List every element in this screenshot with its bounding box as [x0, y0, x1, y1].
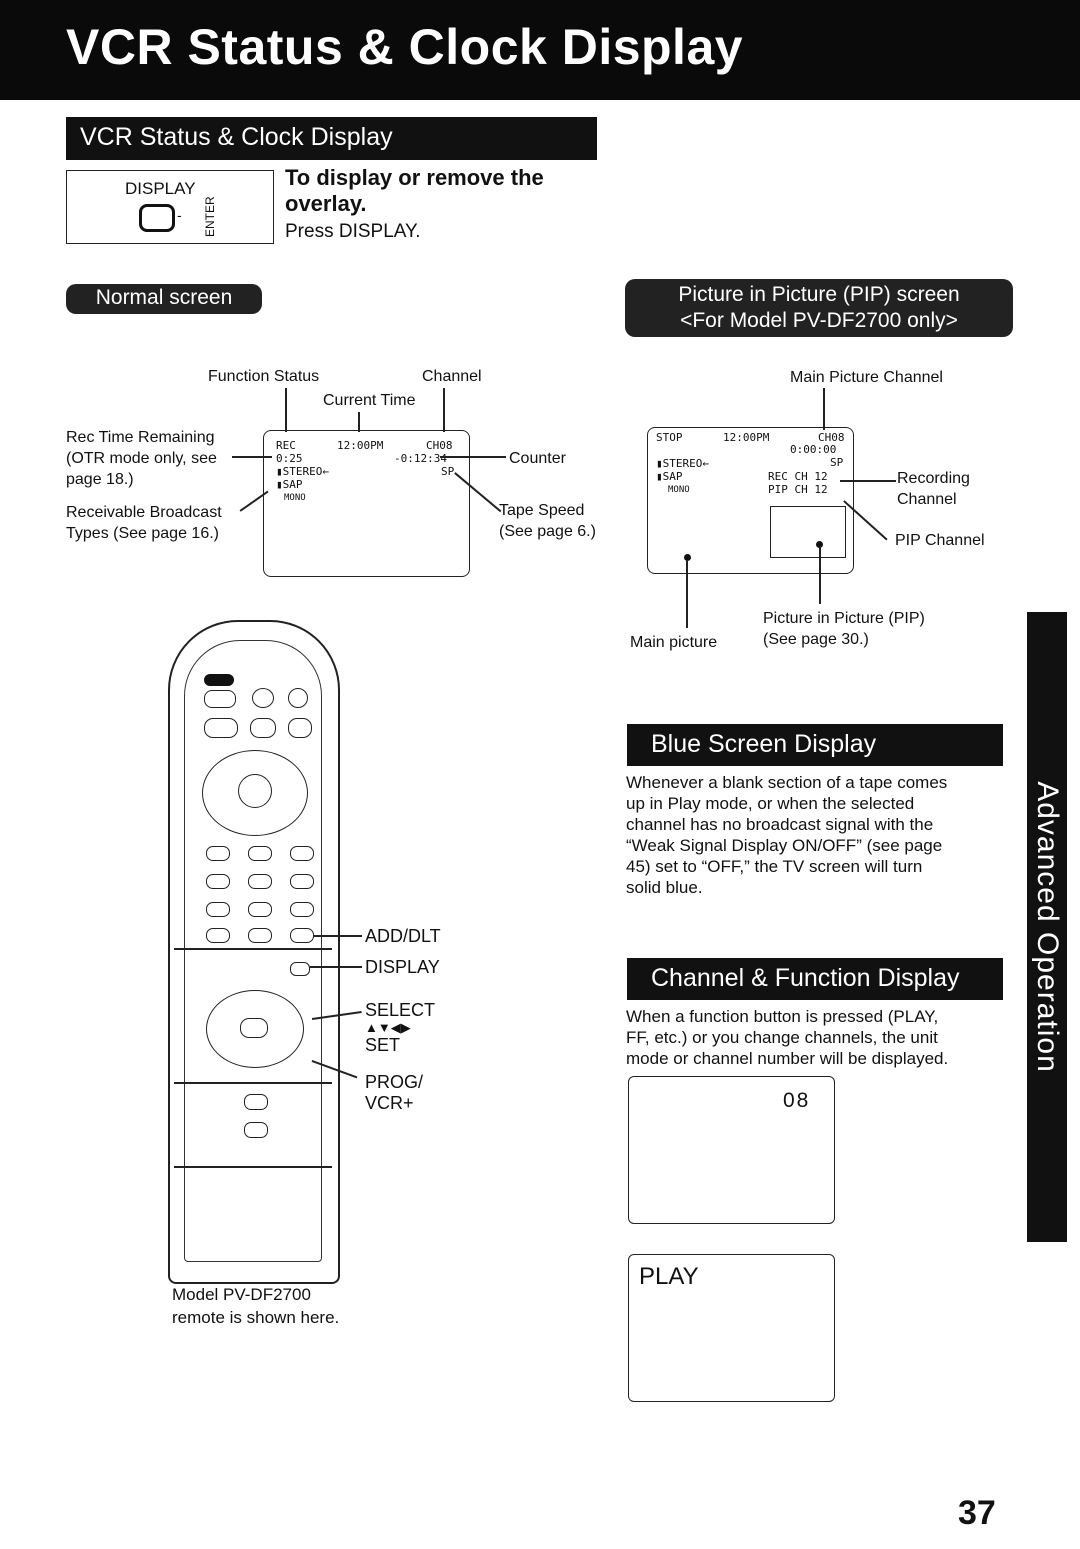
- page-banner: VCR Status & Clock Display: [0, 0, 1080, 100]
- callout-current-time: Current Time: [323, 392, 416, 409]
- function-screen-text: PLAY: [639, 1263, 699, 1290]
- pip-speed: SP: [830, 456, 844, 469]
- screen-channel: CH08: [426, 439, 453, 452]
- screen-mono: MONO: [284, 493, 306, 503]
- normal-screen-tv: REC 12:00PM CH08 0:25 -0:12:34 ▮STEREO← …: [263, 430, 470, 577]
- callout-add-dlt: ADD/DLT: [365, 926, 441, 946]
- instruction-title-1: To display or remove the: [285, 165, 544, 190]
- callout-function-status: Function Status: [208, 368, 320, 385]
- callout-vcr-plus: VCR+: [365, 1093, 414, 1113]
- callout-rec-time-1: Rec Time Remaining: [66, 429, 215, 446]
- callout-prog: PROG/: [365, 1072, 424, 1092]
- page-number: 37: [958, 1494, 996, 1532]
- pip-pip-ch: 12: [814, 483, 828, 496]
- callout-rec-time-2: (OTR mode only, see: [66, 450, 217, 467]
- power-button[interactable]: [204, 674, 234, 686]
- screen-func: REC: [276, 439, 296, 452]
- display-button-box: DISPLAY - ENTER: [66, 170, 274, 244]
- digit-4[interactable]: [206, 874, 230, 889]
- callout-counter: Counter: [509, 450, 566, 467]
- callout-channel: Channel: [422, 368, 482, 385]
- side-tab: Advanced Operation: [1027, 612, 1067, 1242]
- normal-screen-label: Normal screen: [66, 284, 262, 314]
- callout-tape-speed-1: Tape Speed: [499, 502, 585, 519]
- digit-8[interactable]: [248, 902, 272, 917]
- page-title: VCR Status & Clock Display: [66, 19, 744, 75]
- screen-counter: -0:12:34: [394, 452, 447, 465]
- callout-broadcast-2: Types (See page 16.): [66, 525, 219, 542]
- screen-sap: SAP: [282, 478, 303, 491]
- display-button-icon: [139, 204, 175, 232]
- pip-channel: CH08: [818, 431, 845, 444]
- callout-pip-2: (See page 30.): [763, 631, 869, 648]
- digit-9[interactable]: [290, 902, 314, 917]
- display-button-label: DISPLAY: [125, 179, 196, 198]
- digit-7[interactable]: [206, 902, 230, 917]
- channel-screen-number: 08: [783, 1089, 811, 1112]
- screen-speed: SP: [441, 465, 455, 478]
- screen-time: 12:00PM: [337, 439, 384, 452]
- pip-sap: SAP: [662, 470, 683, 483]
- callout-rec-time-3: page 18.): [66, 471, 134, 488]
- instruction-title-2: overlay.: [285, 191, 367, 216]
- pip-pip-label: PIP CH: [768, 483, 808, 496]
- screen-stereo: STEREO: [282, 465, 323, 478]
- digit-100[interactable]: [206, 928, 230, 943]
- callout-broadcast-1: Receivable Broadcast: [66, 504, 222, 521]
- pip-time: 12:00PM: [723, 431, 770, 444]
- pip-rec-ch: 12: [814, 470, 828, 483]
- pip-counter: 0:00:00: [790, 443, 837, 456]
- callout-recording-2: Channel: [897, 491, 957, 508]
- add-dlt-button[interactable]: [290, 928, 314, 943]
- enter-label: ENTER: [203, 196, 217, 237]
- remote-control: [168, 620, 340, 1284]
- callout-main-picture: Main picture: [630, 634, 718, 651]
- select-pad[interactable]: [206, 990, 304, 1068]
- screen-remaining: 0:25: [276, 452, 303, 465]
- channel-function-heading: Channel & Function Display: [627, 958, 1003, 1000]
- section-heading-vcr: VCR Status & Clock Display: [66, 117, 597, 160]
- callout-pip-1: Picture in Picture (PIP): [763, 610, 925, 627]
- ch-vol-pad[interactable]: [202, 750, 308, 836]
- play-button[interactable]: [244, 1094, 268, 1110]
- pip-func: STOP: [656, 431, 683, 444]
- digit-3[interactable]: [290, 846, 314, 861]
- pip-stereo: STEREO: [662, 457, 703, 470]
- light-button[interactable]: [288, 688, 308, 708]
- remote-caption-2: remote is shown here.: [172, 1308, 340, 1327]
- callout-recording-1: Recording: [897, 470, 970, 487]
- digit-1[interactable]: [206, 846, 230, 861]
- instruction-step: Press DISPLAY.: [285, 221, 421, 242]
- pip-mono: MONO: [668, 485, 690, 495]
- side-tab-label: Advanced Operation: [1031, 781, 1064, 1073]
- callout-main-channel: Main Picture Channel: [790, 369, 943, 386]
- channel-function-text: When a function button is pressed (PLAY,…: [626, 1007, 949, 1068]
- pip-screen-label: Picture in Picture (PIP) screen <For Mod…: [625, 279, 1013, 337]
- callout-tape-speed-2: (See page 6.): [499, 523, 596, 540]
- pip-rec-label: REC CH: [768, 470, 808, 483]
- callout-pip-channel: PIP Channel: [895, 532, 985, 549]
- stop-button[interactable]: [244, 1122, 268, 1138]
- callout-display: DISPLAY: [365, 957, 440, 977]
- remote-caption-1: Model PV-DF2700: [172, 1285, 311, 1304]
- pip-screen-tv: STOP 12:00PM CH08 0:00:00 ▮STEREO← SP ▮S…: [647, 427, 854, 574]
- pip-inset: [770, 506, 846, 558]
- display-remote-button[interactable]: [290, 962, 310, 976]
- channel-screen: 08: [628, 1076, 835, 1224]
- eject-button[interactable]: [252, 688, 274, 708]
- callout-set: SET: [365, 1035, 401, 1055]
- digit-5[interactable]: [248, 874, 272, 889]
- digit-2[interactable]: [248, 846, 272, 861]
- digit-0[interactable]: [248, 928, 272, 943]
- callout-select: SELECT: [365, 1000, 436, 1020]
- digit-6[interactable]: [290, 874, 314, 889]
- function-screen: PLAY: [628, 1254, 835, 1402]
- callout-arrows: ▲▼◀▶: [365, 1020, 411, 1035]
- set-button[interactable]: [240, 1018, 268, 1038]
- blue-screen-heading: Blue Screen Display: [627, 724, 1003, 766]
- blue-screen-text: Whenever a blank section of a tape comes…: [626, 773, 948, 897]
